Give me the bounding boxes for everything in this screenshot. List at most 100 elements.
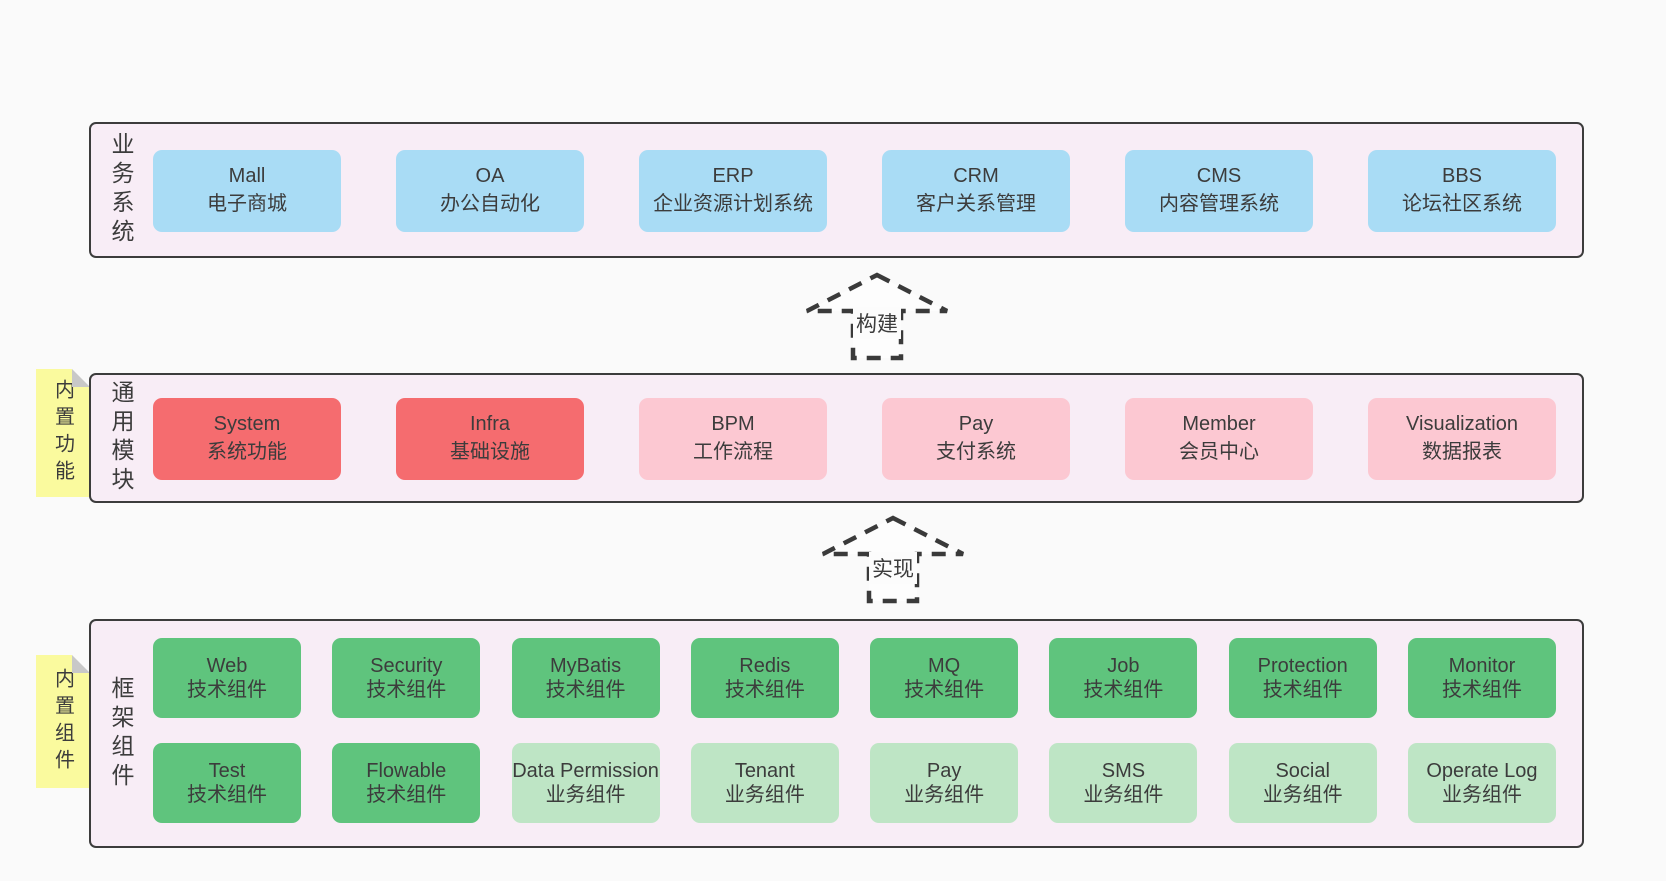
box-test: Test 技术组件 bbox=[153, 743, 301, 823]
box-flowable: Flowable 技术组件 bbox=[332, 743, 481, 823]
box-crm: CRM 客户关系管理 bbox=[882, 150, 1070, 232]
box-title: MQ bbox=[928, 654, 961, 677]
box-title: Pay bbox=[926, 759, 962, 782]
box-title: Security bbox=[370, 654, 443, 677]
box-title: BPM bbox=[711, 413, 755, 436]
box-mall: Mall 电子商城 bbox=[153, 150, 341, 232]
box-security: Security 技术组件 bbox=[332, 638, 481, 718]
layer-business-systems: 业务系统 Mall 电子商城 OA 办公自动化 ERP 企业资源计划系统 CRM… bbox=[89, 122, 1584, 258]
box-title: MyBatis bbox=[550, 654, 622, 677]
box-subtitle: 技术组件 bbox=[187, 784, 267, 806]
box-subtitle: 会员中心 bbox=[1179, 441, 1259, 463]
box-subtitle: 数据报表 bbox=[1422, 441, 1502, 463]
box-title: Operate Log bbox=[1426, 759, 1538, 782]
modules-box-row: System 系统功能 Infra 基础设施 BPM 工作流程 Pay 支付系统… bbox=[153, 398, 1556, 480]
box-subtitle: 论坛社区系统 bbox=[1402, 193, 1522, 215]
box-pay-component: Pay 业务组件 bbox=[870, 743, 1019, 823]
box-mybatis: MyBatis 技术组件 bbox=[511, 638, 660, 718]
box-subtitle: 办公自动化 bbox=[440, 193, 540, 215]
sticky-note-built-in-functions: 内置功能 bbox=[36, 369, 90, 497]
layer-label-framework-components: 框架组件 bbox=[108, 675, 134, 792]
box-cms: CMS 内容管理系统 bbox=[1125, 150, 1313, 232]
box-system: System 系统功能 bbox=[153, 398, 341, 480]
box-subtitle: 技术组件 bbox=[1441, 679, 1522, 701]
box-redis: Redis 技术组件 bbox=[690, 638, 839, 718]
box-subtitle: 内容管理系统 bbox=[1159, 193, 1279, 215]
box-subtitle: 工作流程 bbox=[693, 441, 773, 463]
box-subtitle: 支付系统 bbox=[936, 441, 1016, 463]
box-protection: Protection 技术组件 bbox=[1228, 638, 1377, 718]
box-subtitle: 业务组件 bbox=[1441, 784, 1522, 806]
box-subtitle: 技术组件 bbox=[1083, 679, 1164, 701]
box-oa: OA 办公自动化 bbox=[396, 150, 584, 232]
layer-common-modules: 通用模块 System 系统功能 Infra 基础设施 BPM 工作流程 Pay… bbox=[89, 373, 1584, 503]
box-title: Member bbox=[1182, 413, 1256, 436]
box-subtitle: 企业资源计划系统 bbox=[653, 193, 813, 215]
box-social: Social 业务组件 bbox=[1228, 743, 1377, 823]
box-title: Pay bbox=[958, 413, 994, 436]
box-erp: ERP 企业资源计划系统 bbox=[639, 150, 827, 232]
box-title: Redis bbox=[739, 654, 791, 677]
box-member: Member 会员中心 bbox=[1125, 398, 1313, 480]
box-title: Tenant bbox=[734, 759, 795, 782]
box-title: CMS bbox=[1196, 165, 1242, 188]
box-title: CRM bbox=[953, 165, 999, 188]
box-title: Mall bbox=[228, 165, 266, 188]
box-visualization: Visualization 数据报表 bbox=[1368, 398, 1556, 480]
build-arrow-label: 构建 bbox=[853, 307, 901, 339]
box-title: Infra bbox=[469, 413, 511, 436]
box-title: Job bbox=[1107, 654, 1140, 677]
box-subtitle: 基础设施 bbox=[450, 441, 530, 463]
box-operate-log: Operate Log 业务组件 bbox=[1407, 743, 1556, 823]
box-title: ERP bbox=[712, 165, 754, 188]
box-subtitle: 技术组件 bbox=[1262, 679, 1343, 701]
box-title: BBS bbox=[1441, 165, 1483, 188]
box-title: Monitor bbox=[1448, 654, 1516, 677]
box-title: Visualization bbox=[1406, 413, 1518, 436]
box-data-permission: Data Permission 业务组件 bbox=[511, 743, 660, 823]
layer-framework-components: 框架组件 Web 技术组件 Security 技术组件 MyBatis 技术组件… bbox=[89, 619, 1584, 848]
box-pay-module: Pay 支付系统 bbox=[882, 398, 1070, 480]
box-tenant: Tenant 业务组件 bbox=[690, 743, 839, 823]
box-subtitle: 业务组件 bbox=[1262, 784, 1343, 806]
box-monitor: Monitor 技术组件 bbox=[1407, 638, 1556, 718]
box-title: Data Permission bbox=[512, 759, 659, 782]
box-infra: Infra 基础设施 bbox=[396, 398, 584, 480]
implement-arrow-label: 实现 bbox=[869, 552, 917, 584]
folded-corner-icon bbox=[72, 655, 90, 673]
box-subtitle: 技术组件 bbox=[187, 679, 267, 701]
box-title: Web bbox=[206, 654, 248, 677]
box-web: Web 技术组件 bbox=[153, 638, 301, 718]
box-subtitle: 客户关系管理 bbox=[916, 193, 1036, 215]
box-subtitle: 技术组件 bbox=[724, 679, 805, 701]
box-title: Test bbox=[208, 759, 246, 782]
box-subtitle: 技术组件 bbox=[545, 679, 626, 701]
box-job: Job 技术组件 bbox=[1049, 638, 1198, 718]
business-box-row: Mall 电子商城 OA 办公自动化 ERP 企业资源计划系统 CRM 客户关系… bbox=[153, 150, 1556, 232]
box-subtitle: 技术组件 bbox=[366, 784, 447, 806]
box-title: OA bbox=[475, 165, 505, 188]
box-mq: MQ 技术组件 bbox=[870, 638, 1019, 718]
box-bbs: BBS 论坛社区系统 bbox=[1368, 150, 1556, 232]
box-title: Protection bbox=[1257, 654, 1348, 677]
box-title: SMS bbox=[1101, 759, 1146, 782]
box-subtitle: 业务组件 bbox=[545, 784, 626, 806]
box-subtitle: 电子商城 bbox=[207, 193, 287, 215]
box-title: System bbox=[213, 413, 281, 436]
box-subtitle: 业务组件 bbox=[904, 784, 985, 806]
sticky-note-text: 内置功能 bbox=[51, 379, 74, 487]
box-subtitle: 技术组件 bbox=[904, 679, 985, 701]
components-box-row-2: Test 技术组件 Flowable 技术组件 Data Permission … bbox=[153, 743, 1556, 823]
box-title: Flowable bbox=[366, 759, 447, 782]
components-box-row-1: Web 技术组件 Security 技术组件 MyBatis 技术组件 Redi… bbox=[153, 638, 1556, 718]
box-subtitle: 业务组件 bbox=[724, 784, 805, 806]
folded-corner-icon bbox=[72, 369, 90, 387]
layer-label-business-systems: 业务系统 bbox=[108, 132, 134, 248]
box-subtitle: 系统功能 bbox=[207, 441, 287, 463]
sticky-note-text: 内置组件 bbox=[51, 667, 74, 776]
box-subtitle: 业务组件 bbox=[1083, 784, 1164, 806]
layer-label-common-modules: 通用模块 bbox=[108, 380, 134, 496]
sticky-note-built-in-components: 内置组件 bbox=[36, 655, 90, 788]
box-title: Social bbox=[1275, 759, 1330, 782]
